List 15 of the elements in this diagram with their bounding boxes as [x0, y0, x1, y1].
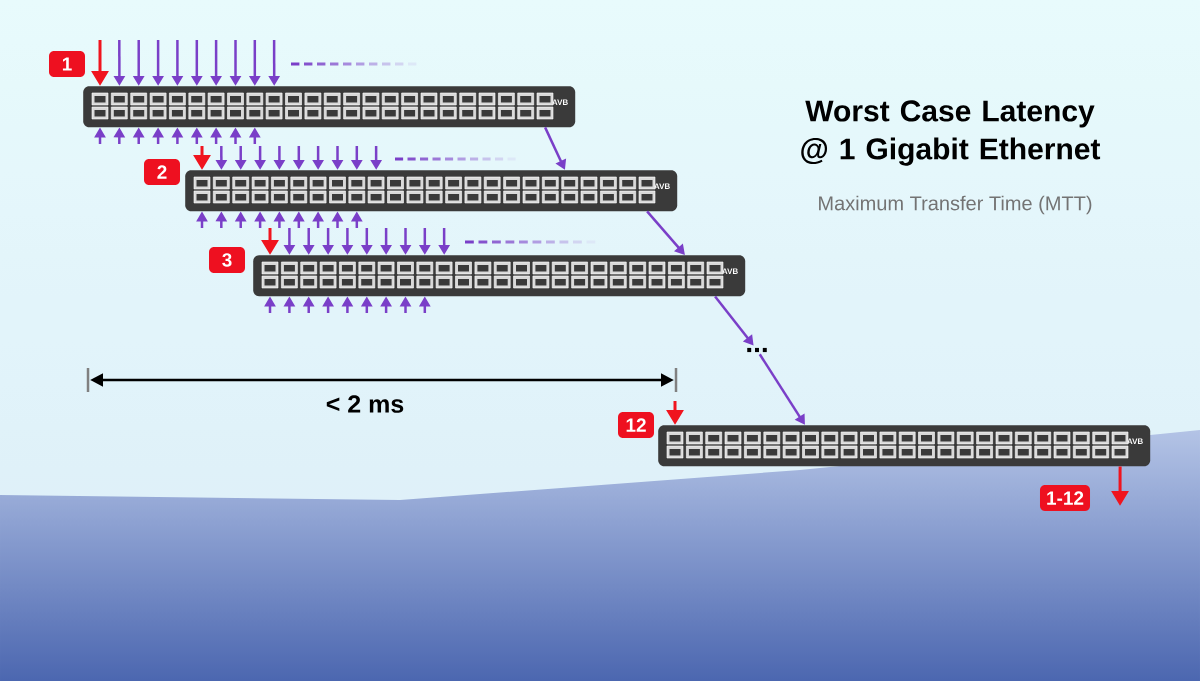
ellipsis: ...	[747, 347, 767, 353]
arrow	[758, 353, 805, 425]
network-switch: AVB	[185, 170, 678, 212]
number-badge: 2	[144, 159, 180, 185]
number-badge: 3	[209, 247, 245, 273]
subtitle: Maximum Transfer Time (MTT)	[819, 195, 1092, 215]
number-badge: 1	[49, 51, 85, 77]
number-badge: 12	[618, 412, 654, 438]
arrow	[646, 210, 685, 255]
number-badge: 1-12	[1040, 485, 1090, 511]
network-switch: AVB	[658, 425, 1151, 467]
network-switch: AVB	[253, 255, 746, 297]
dimension-label: < 2 ms	[326, 395, 404, 413]
title: Worst Case Latency @ 1 Gigabit Ethernet	[801, 100, 1101, 166]
network-switch: AVB	[83, 86, 576, 128]
